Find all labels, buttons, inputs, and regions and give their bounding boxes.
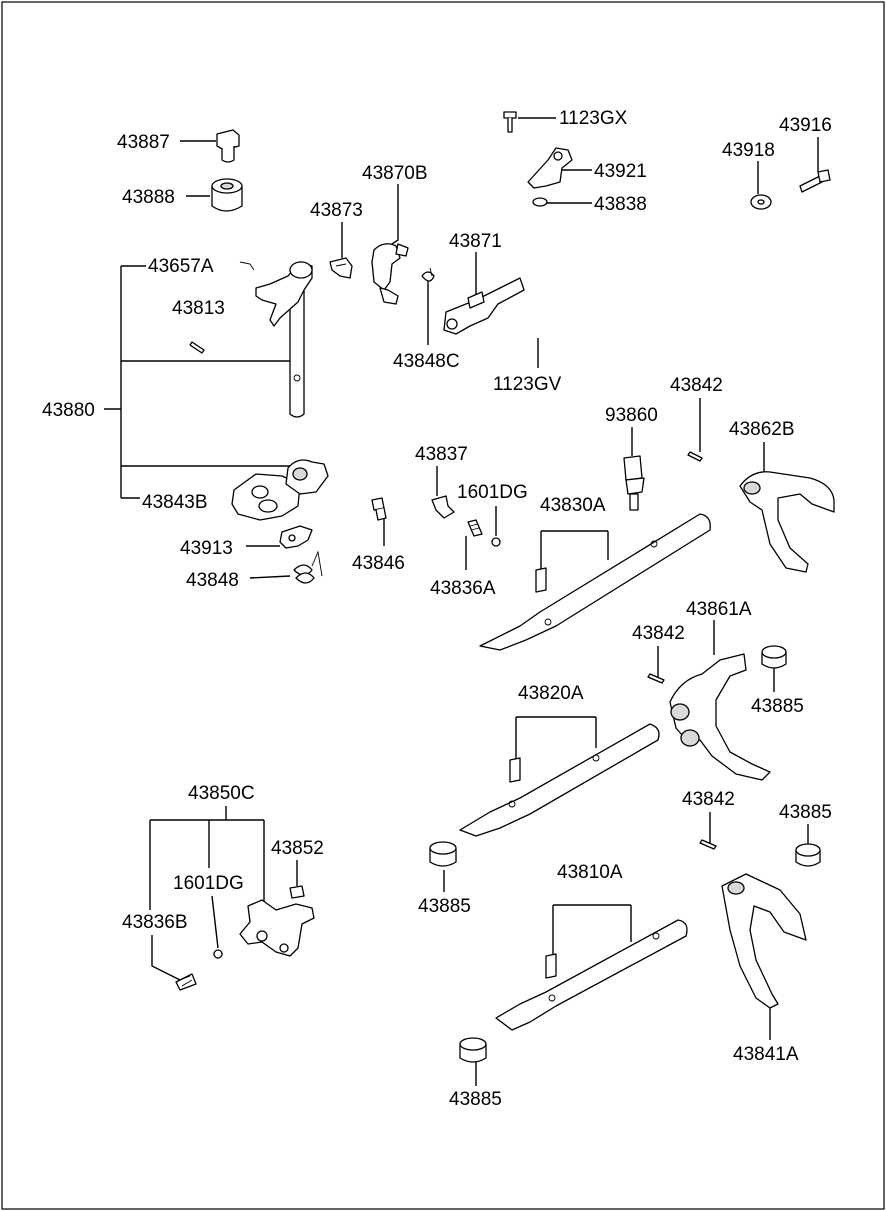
label-43810A: 43810A (557, 862, 623, 883)
label-43913: 43913 (180, 538, 233, 559)
label-43838: 43838 (594, 194, 647, 215)
shift-shaft-43880 (255, 261, 313, 418)
washer-43838 (532, 197, 548, 207)
shift-fork-43862B (739, 471, 835, 573)
label-43842-bottom: 43842 (682, 789, 735, 810)
label-43885-a: 43885 (751, 696, 804, 717)
label-43862B: 43862B (729, 419, 795, 440)
label-43888: 43888 (122, 187, 175, 208)
bracket-43873 (329, 257, 353, 279)
plate-43913 (279, 525, 313, 549)
label-43880: 43880 (42, 400, 95, 421)
lever-43870B (371, 243, 409, 305)
label-43842-top: 43842 (670, 375, 723, 396)
label-43885-d: 43885 (449, 1089, 502, 1110)
shift-rail-43830A (479, 513, 711, 651)
spring-43836A (467, 519, 483, 537)
label-43657A: 43657A (148, 256, 214, 277)
shift-fork-43861A (669, 653, 771, 781)
label-43813: 43813 (172, 298, 225, 319)
label-43843B: 43843B (142, 492, 208, 513)
label-43871: 43871 (449, 231, 502, 252)
bolt-43887 (216, 129, 240, 163)
label-1123GV: 1123GV (493, 374, 562, 395)
shift-rail-43810A (495, 919, 688, 1031)
label-43885-c: 43885 (418, 896, 471, 917)
select-lever-43843B (231, 459, 329, 521)
label-43861A: 43861A (686, 599, 752, 620)
ball-1601DG-top (491, 537, 501, 547)
spring-43836B (175, 973, 197, 991)
pin-43657A (239, 261, 255, 271)
label-43836A: 43836A (430, 578, 496, 599)
label-43916: 43916 (779, 115, 832, 136)
label-43848C: 43848C (393, 351, 460, 372)
ball-1601DG-bottom (213, 949, 223, 959)
bracket-plate-43871 (443, 277, 525, 335)
label-1601DG-top: 1601DG (457, 482, 528, 503)
label-1601DG-bottom: 1601DG (173, 873, 244, 894)
label-1123GX: 1123GX (559, 108, 628, 129)
label-43918: 43918 (722, 140, 775, 161)
shift-fork-43841A (721, 873, 807, 1009)
pin-43813 (189, 341, 205, 354)
pin-43842-bottom (699, 839, 717, 850)
label-43846: 43846 (352, 553, 405, 574)
label-43873: 43873 (310, 200, 363, 221)
bushing-43885-d (459, 1037, 487, 1063)
label-43852: 43852 (271, 838, 324, 859)
label-43848: 43848 (186, 570, 239, 591)
label-43841A: 43841A (733, 1044, 799, 1065)
pin-43842-middle (647, 673, 665, 684)
detent-plate-43850C (239, 899, 315, 957)
part-labels: 43887 43888 43873 43870B 1123GX 43921 43… (42, 108, 832, 1110)
bushing-43885-a (761, 645, 787, 669)
label-43870B: 43870B (362, 163, 428, 184)
shift-rail-43820A (459, 723, 660, 837)
washer-43918 (750, 194, 772, 210)
spring-43848 (293, 550, 323, 584)
label-43837: 43837 (415, 444, 468, 465)
pin-43842-top (687, 451, 703, 462)
label-43921: 43921 (594, 161, 647, 182)
lever-43921 (527, 147, 573, 189)
label-43850C: 43850C (188, 783, 255, 804)
screw-1123GX (503, 111, 517, 133)
bushing-43885-b (795, 843, 821, 867)
bushing-43888 (211, 178, 243, 212)
bushing-43885-c (429, 841, 457, 867)
plug-43837 (431, 495, 455, 519)
label-43836B: 43836B (122, 912, 188, 933)
label-43887: 43887 (117, 132, 170, 153)
clip-43848C (421, 267, 435, 282)
leader-lines (104, 117, 819, 1086)
cap-43852 (289, 885, 305, 899)
bolt-43916 (799, 169, 831, 193)
label-93860: 93860 (605, 405, 658, 426)
label-43842-middle: 43842 (632, 623, 685, 644)
label-43885-b: 43885 (779, 802, 832, 823)
plug-43846 (371, 497, 387, 521)
switch-93860 (623, 455, 645, 511)
label-43820A: 43820A (518, 683, 584, 704)
label-43830A: 43830A (540, 495, 606, 516)
